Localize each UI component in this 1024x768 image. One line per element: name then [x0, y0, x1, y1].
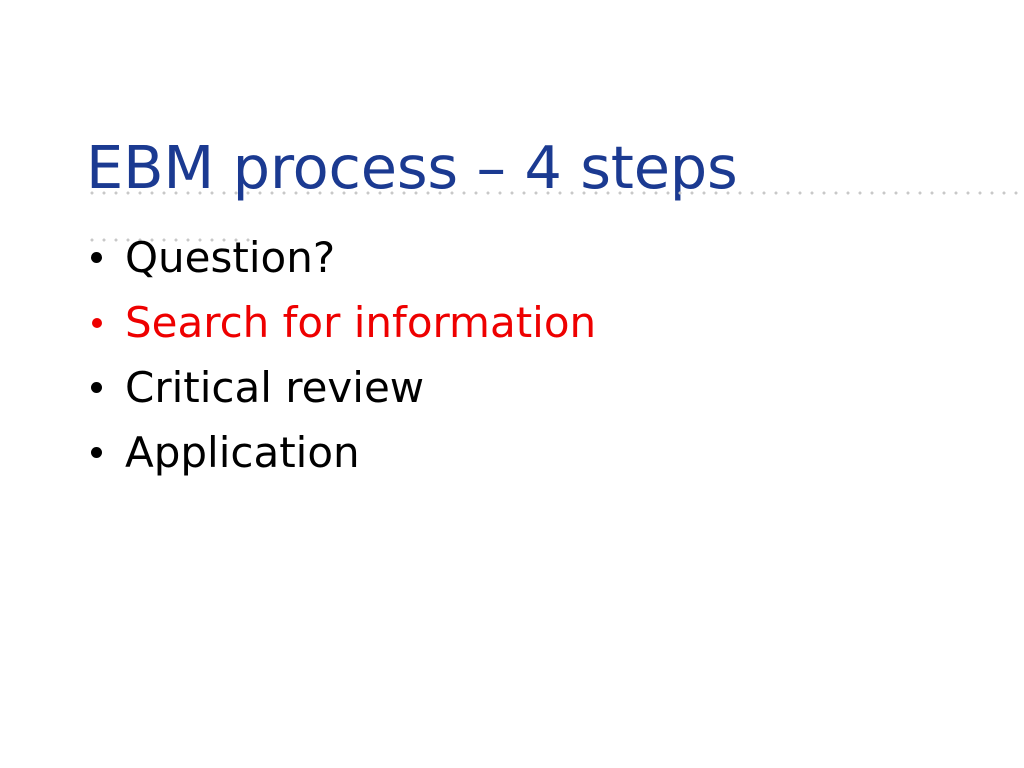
secondary-divider-line — [86, 238, 252, 242]
list-item-label: Application — [125, 428, 360, 477]
title-divider-line — [86, 191, 1024, 195]
list-item: Search for information — [86, 292, 966, 357]
list-item: Application — [86, 422, 966, 487]
list-item: Question? — [86, 227, 966, 292]
list-item-label: Question? — [125, 233, 336, 282]
bullet-dot-icon — [91, 447, 102, 458]
slide-title: EBM process – 4 steps — [86, 132, 738, 202]
bullet-dot-icon — [92, 318, 102, 328]
list-item-label: Search for information — [125, 298, 597, 347]
list-item-label: Critical review — [125, 363, 425, 412]
bullet-list: Question? Search for information Critica… — [86, 227, 966, 487]
bullet-dot-icon — [91, 382, 102, 393]
list-item: Critical review — [86, 357, 966, 422]
bullet-dot-icon — [91, 252, 102, 263]
